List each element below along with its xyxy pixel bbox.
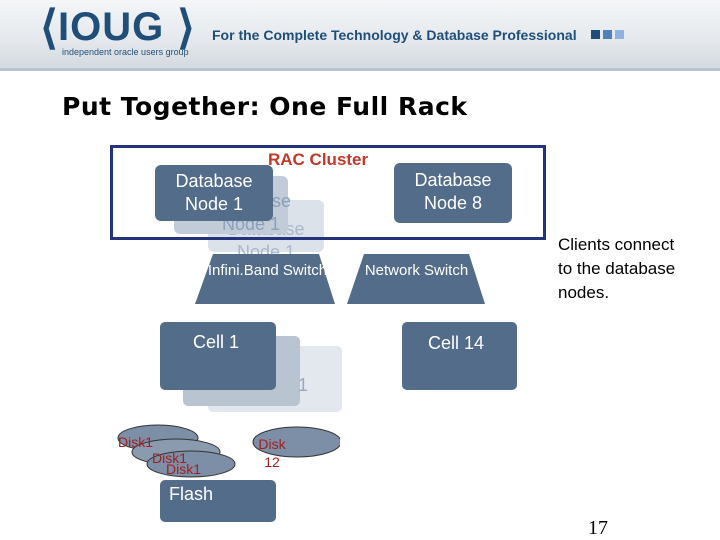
- database-node-1: Database Node 1: [155, 165, 273, 221]
- page-number: 17: [588, 517, 608, 539]
- header-tagline: For the Complete Technology & Database P…: [212, 27, 577, 43]
- cell-14: Cell 14: [402, 322, 517, 390]
- database-node-8: Database Node 8: [394, 163, 512, 223]
- infiniband-switch-label: Infini.Band Switch: [207, 262, 328, 279]
- header-banner: [0, 0, 720, 70]
- cell-1: Cell 1: [160, 322, 276, 390]
- database-node-1-label: Database Node 1: [175, 171, 253, 214]
- cell-14-label: Cell 14: [428, 333, 485, 353]
- header-divider: [0, 68, 720, 71]
- disk-12-ellipse: [252, 426, 340, 458]
- square-icon: [603, 30, 612, 39]
- infiniband-switch-trapezoid: [195, 254, 335, 304]
- cell-1-label: Cell 1: [193, 332, 240, 352]
- flash-storage: Flash: [160, 480, 276, 522]
- clients-note: Clients connect to the database nodes.: [558, 235, 676, 302]
- network-switch-label: Network Switch: [364, 262, 469, 279]
- disk-group: [117, 424, 340, 478]
- disk-label: Disk1: [118, 434, 154, 450]
- network-switch-trapezoid: [347, 254, 485, 304]
- network-switch-shape: [347, 254, 485, 304]
- infiniband-switch-shape: [195, 254, 335, 304]
- logo-right-bracket-icon: ⟩: [177, 1, 195, 53]
- logo-text: IOUG: [58, 5, 165, 49]
- logo-subtitle: independent oracle users group: [62, 47, 189, 57]
- rac-cluster-frame: [110, 145, 546, 240]
- disk-12-label: Disk 12: [258, 436, 286, 470]
- disk-label: Disk1: [152, 450, 188, 466]
- slide-title: Put Together: One Full Rack: [62, 92, 468, 121]
- logo-left-bracket-icon: ⟨: [40, 1, 58, 53]
- database-node-8-label: Database Node 8: [414, 170, 492, 213]
- ghost-cell-label: 1: [298, 375, 309, 395]
- flash-label: Flash: [169, 484, 214, 504]
- square-icon: [615, 30, 624, 39]
- disk-label: Disk1: [166, 461, 202, 477]
- square-icon: [591, 30, 600, 39]
- disk-ellipse: [146, 450, 236, 478]
- rac-cluster-label: RAC Cluster: [268, 150, 369, 169]
